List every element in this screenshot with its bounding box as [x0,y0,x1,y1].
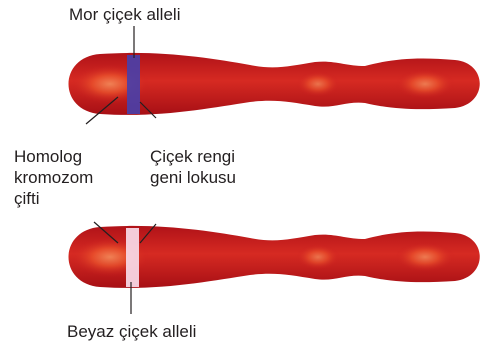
label-homologous-line-3: çifti [14,188,93,209]
white-allele-band [126,228,139,287]
label-purple-allele: Mor çiçek alleli [69,4,180,25]
label-locus-line-1: Çiçek rengi [150,146,236,167]
label-homologous-line-1: Homolog [14,146,93,167]
chromosome-bottom [69,226,480,288]
label-homologous-line-2: kromozom [14,167,93,188]
label-locus-line-2: geni lokusu [150,167,236,188]
label-white-allele: Beyaz çiçek alleli [67,321,196,342]
purple-allele-band [127,55,140,114]
label-homologous-pair: Homolog kromozom çifti [14,146,93,209]
chromosome-top [69,53,480,115]
label-gene-locus: Çiçek rengi geni lokusu [150,146,236,188]
